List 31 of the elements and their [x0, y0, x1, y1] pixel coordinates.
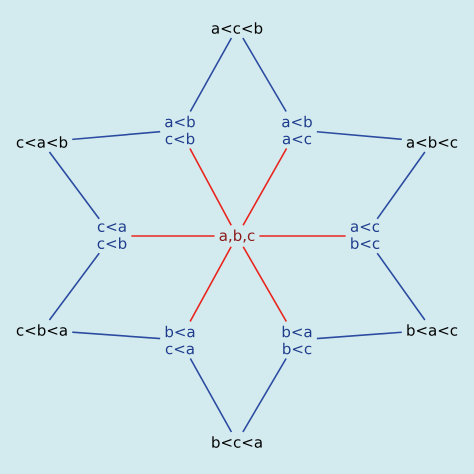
- center-label: a,b,c: [220, 229, 254, 243]
- connector-line: [316, 331, 402, 340]
- connector-line: [48, 252, 100, 320]
- connector-line: [48, 152, 100, 220]
- ordering-label: a<c<b: [212, 22, 262, 34]
- connector-line: [242, 358, 287, 432]
- connector-line: [242, 148, 288, 226]
- connector-line: [242, 246, 288, 322]
- ordering-label: a<b<c: [406, 136, 458, 148]
- connector-line: [316, 130, 402, 140]
- connector-line: [242, 38, 287, 112]
- connector-line: [131, 235, 215, 237]
- connector-line: [190, 38, 232, 112]
- connector-line: [189, 246, 232, 322]
- relation-pair: a<b a<c: [282, 116, 312, 144]
- relation-pair: a<c b<c: [350, 223, 380, 249]
- relation-pair: c<a c<b: [98, 223, 126, 249]
- ordering-label: c<a<b: [16, 136, 68, 148]
- connector-line: [72, 331, 160, 340]
- connector-line: [376, 152, 426, 220]
- ordering-label: b<a<c: [407, 324, 458, 336]
- ordering-label: b<c<a: [212, 436, 262, 448]
- connector-line: [190, 358, 232, 432]
- connector-line: [376, 252, 426, 320]
- relation-pair: a<b c<b: [165, 116, 195, 144]
- relation-pair: b<a c<a: [166, 326, 194, 354]
- connector-line: [72, 130, 160, 140]
- connector-line: [259, 235, 346, 237]
- relation-pair: b<a b<c: [282, 326, 312, 354]
- ordering-label: c<b<a: [16, 324, 67, 336]
- connector-line: [189, 148, 232, 226]
